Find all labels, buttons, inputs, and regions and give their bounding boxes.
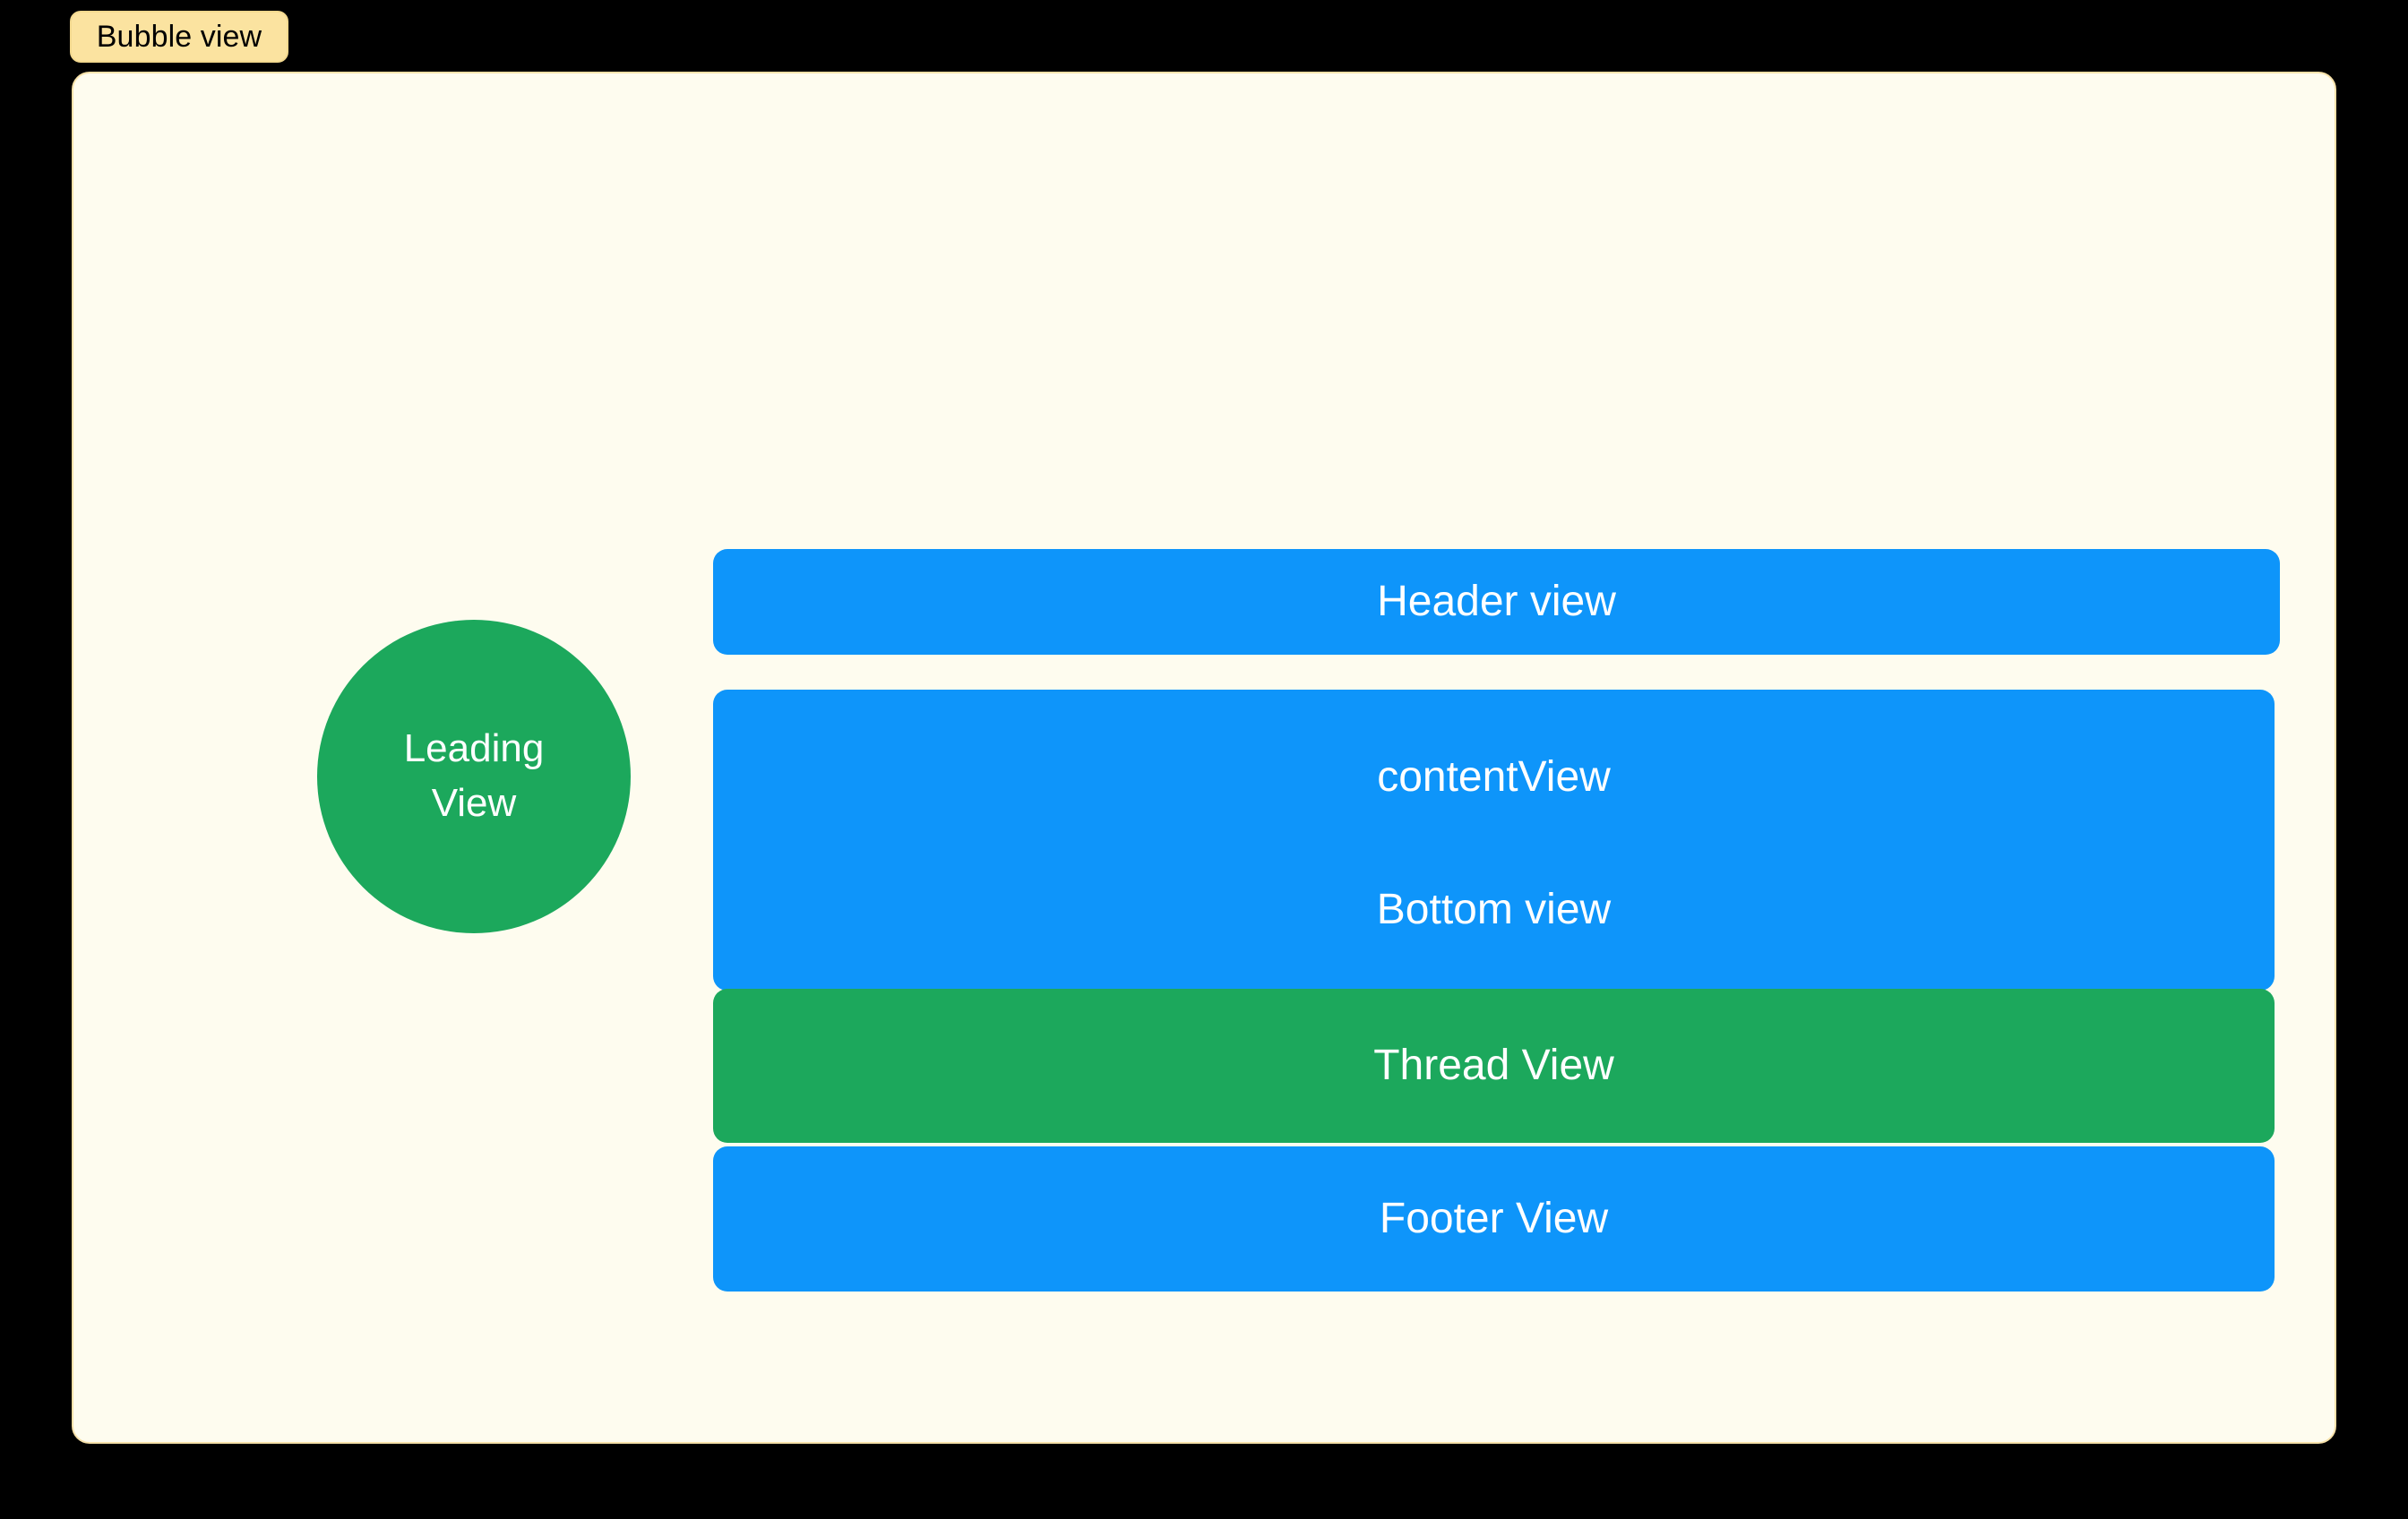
content-view-bar[interactable]: contentView Bottom view bbox=[713, 690, 2275, 991]
thread-view-bar[interactable]: Thread View bbox=[713, 989, 2275, 1143]
bubble-view-label: Bubble view bbox=[70, 11, 288, 63]
header-view-label: Header view bbox=[1377, 578, 1616, 625]
leading-view-label-line1: Leading bbox=[403, 726, 545, 771]
bottom-view-label: Bottom view bbox=[1376, 886, 1612, 933]
leading-view-label-line2: View bbox=[431, 781, 517, 825]
leading-view-circle[interactable]: Leading View bbox=[317, 620, 631, 933]
thread-view-label: Thread View bbox=[1373, 1042, 1614, 1089]
header-view-bar[interactable]: Header view bbox=[713, 549, 2280, 655]
bubble-view-card: Leading View Header view contentView Bot… bbox=[72, 72, 2336, 1444]
footer-view-bar[interactable]: Footer View bbox=[713, 1146, 2275, 1292]
content-view-label: contentView bbox=[1377, 753, 1611, 801]
footer-view-label: Footer View bbox=[1379, 1195, 1609, 1242]
